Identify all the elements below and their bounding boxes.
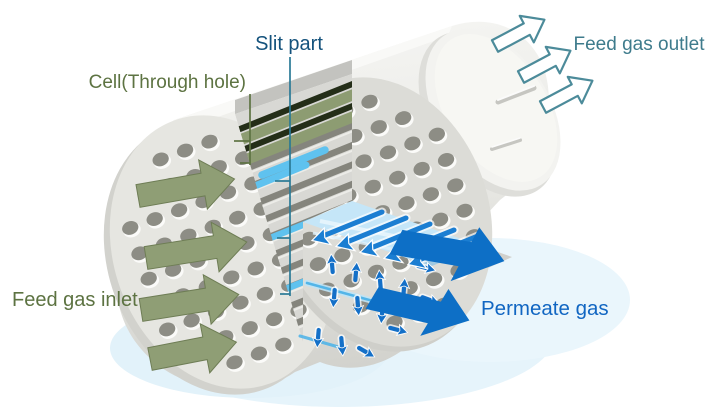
permeate-gas-label: Permeate gas — [481, 297, 609, 320]
cell-channels-green — [235, 78, 352, 172]
feed-gas-outlet-label: Feed gas outlet — [574, 34, 706, 55]
cell-leader-line — [234, 94, 251, 165]
slit-leader-line — [275, 57, 291, 296]
side-slit-opening — [490, 85, 537, 151]
permeate-gas-arrows — [365, 227, 505, 336]
shell-cut-band — [235, 60, 352, 114]
slit-part-label: Slit part — [255, 33, 323, 55]
feed-gas-outlet-arrows — [490, 14, 594, 114]
feed-gas-inlet-label: Feed gas inlet — [12, 289, 138, 311]
cell-through-hole-label: Cell(Through hole) — [89, 72, 246, 93]
feed-gas-inlet-arrows — [135, 158, 248, 374]
